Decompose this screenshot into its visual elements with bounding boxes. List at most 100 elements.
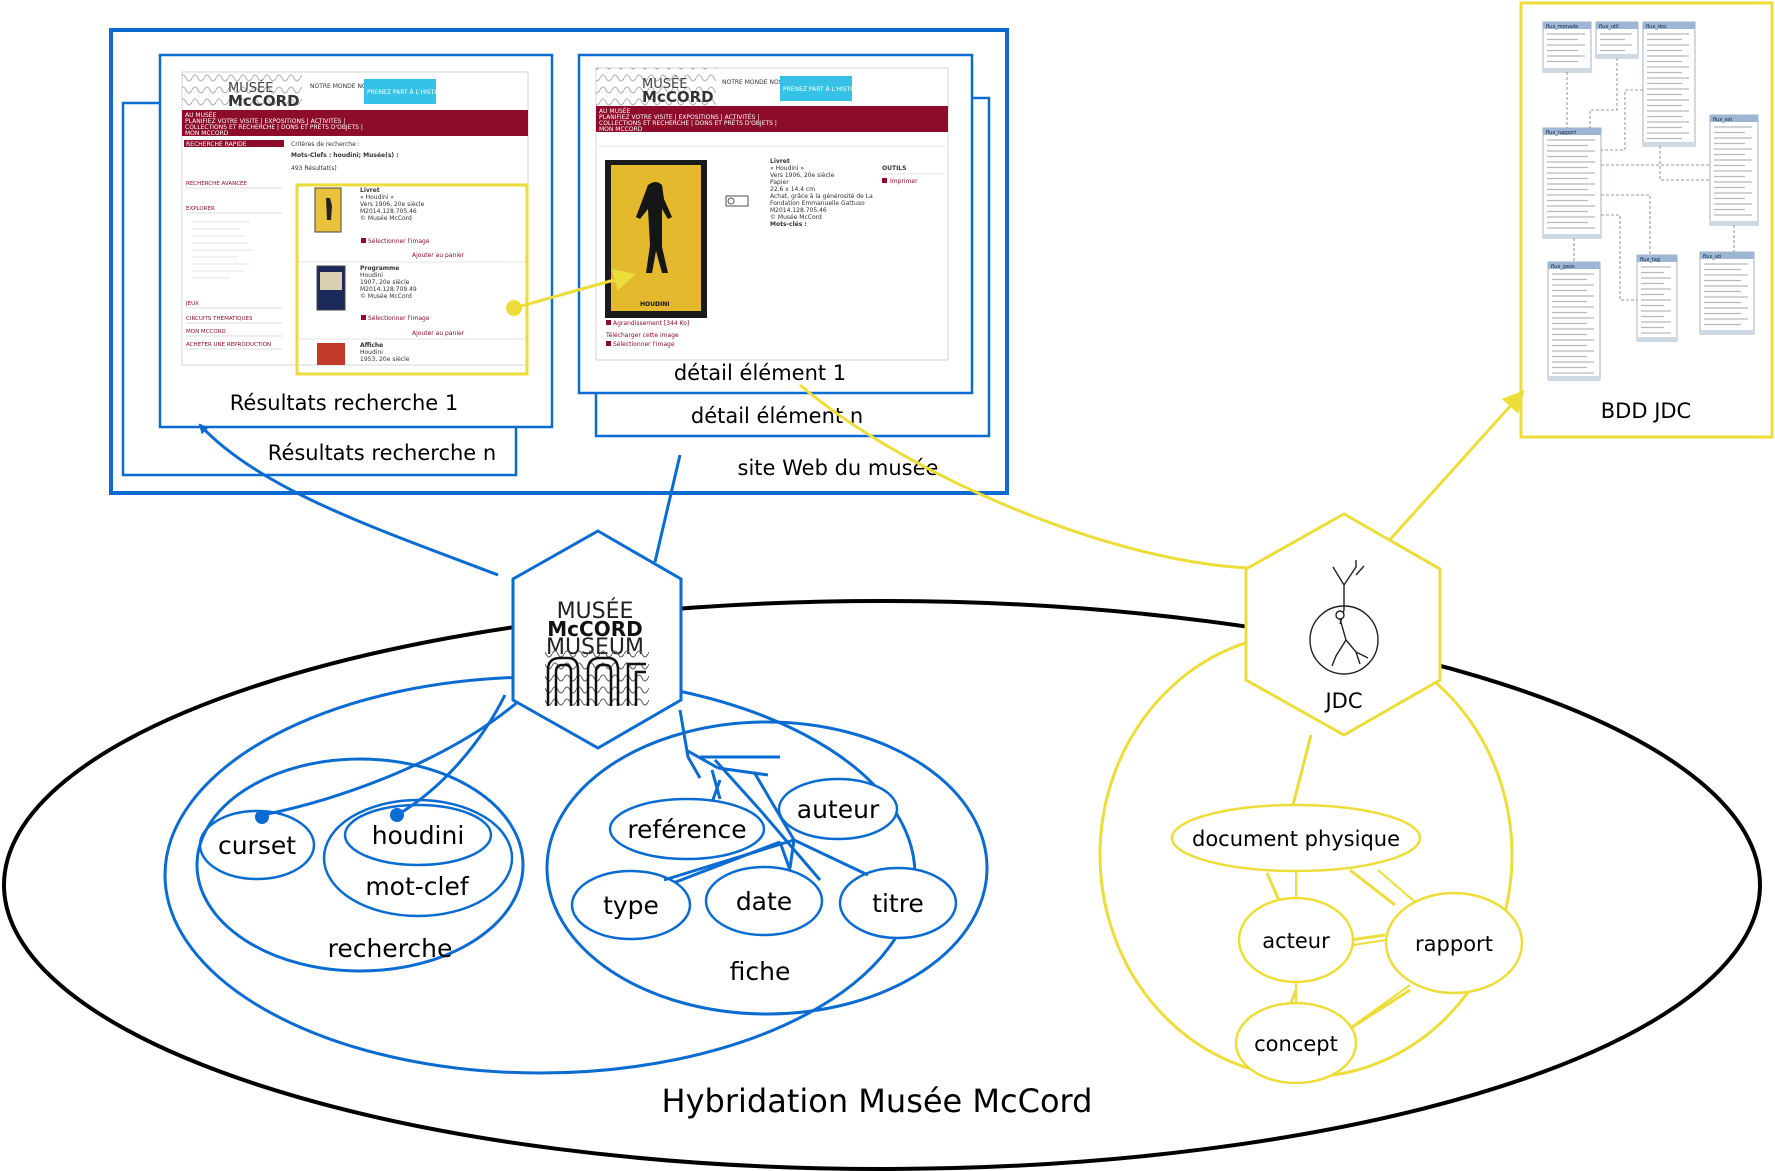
results-n-label: Résultats recherche n	[268, 441, 496, 465]
field-type-label: type	[603, 891, 659, 920]
svg-text:Sélectionner l'image: Sélectionner l'image	[368, 238, 430, 245]
svg-text:M2014.128.709.49: M2014.128.709.49	[360, 286, 417, 293]
keyword-anchor	[390, 808, 404, 822]
field-title	[838, 866, 958, 940]
detail-n-label: détail élément n	[691, 404, 863, 428]
results-1-label: Résultats recherche 1	[230, 391, 458, 415]
main-title: Hybridation Musée McCord	[662, 1082, 1093, 1120]
svg-text:493 Résultat(s): 493 Résultat(s)	[291, 165, 337, 172]
svg-text:McCORD: McCORD	[547, 617, 642, 641]
db-table-name: flux_exi	[1713, 117, 1732, 123]
results-selection-highlight	[295, 183, 529, 376]
svg-text:Papier: Papier	[770, 179, 789, 186]
db-table-name: flux_rapport	[1546, 130, 1576, 136]
svg-text:NOTRE MONDE NOS HISTOIRES: NOTRE MONDE NOS HISTOIRES	[722, 79, 817, 86]
svg-text:Fondation Emmanuelle Gattuso: Fondation Emmanuelle Gattuso	[770, 200, 865, 207]
field-author	[777, 777, 899, 841]
svg-text:MON MCCORD: MON MCCORD	[186, 329, 226, 335]
db-table: flux_geos	[1547, 261, 1601, 381]
svg-text:Programme: Programme	[360, 265, 399, 272]
search-ellipse	[195, 757, 525, 973]
svg-text:Livret: Livret	[360, 187, 380, 194]
field-title-label: titre	[872, 889, 924, 918]
record-label: fiche	[730, 957, 791, 986]
svg-text:© Musée McCord: © Musée McCord	[360, 293, 412, 300]
cursor-label: curset	[218, 831, 296, 860]
svg-text:CIRCUITS THÉMATIQUES: CIRCUITS THÉMATIQUES	[186, 314, 253, 322]
mccord-logo: MUSÉE McCORD MUSEUM	[545, 598, 649, 706]
svg-text:Mots-clés :: Mots-clés :	[770, 221, 807, 228]
svg-text:NOTRE MONDE NOS HISTOIRES: NOTRE MONDE NOS HISTOIRES	[310, 83, 405, 90]
node-report	[1384, 891, 1524, 995]
svg-text:Vers 1906, 20e siècle: Vers 1906, 20e siècle	[360, 201, 425, 208]
svg-text:1953, 20e siècle: 1953, 20e siècle	[360, 356, 410, 363]
svg-text:© Musée McCord: © Musée McCord	[770, 214, 822, 221]
svg-text:RECHERCHE AVANCÉE: RECHERCHE AVANCÉE	[186, 179, 248, 187]
svg-text:MON MCCORD: MON MCCORD	[599, 126, 643, 133]
cursor-anchor	[255, 810, 269, 824]
node-document-label: document physique	[1192, 827, 1400, 851]
db-table: flux_util	[1595, 21, 1639, 59]
field-date-label: date	[736, 887, 792, 916]
svg-text:PRENEZ PART À L'HISTOIRE DONNE: PRENEZ PART À L'HISTOIRE DONNEZ!	[783, 86, 895, 93]
svg-text:HOUDINI: HOUDINI	[640, 301, 669, 308]
db-table-name: flux_doc	[1646, 24, 1667, 30]
db-table: flux_uti	[1699, 251, 1755, 335]
svg-text:RECHERCHE RAPIDE: RECHERCHE RAPIDE	[186, 141, 247, 148]
keyword-group-ellipse	[322, 798, 514, 918]
svg-text:Télécharger cette image: Télécharger cette image	[605, 332, 679, 339]
svg-text:Livret: Livret	[770, 158, 790, 165]
svg-text:MON MCCORD: MON MCCORD	[185, 130, 229, 137]
db-table: flux_monade	[1542, 21, 1592, 73]
node-concept-label: concept	[1254, 1032, 1338, 1056]
db-table-name: flux_monade	[1546, 24, 1578, 30]
svg-text:Imprimer: Imprimer	[890, 178, 918, 185]
svg-text:1907, 20e siècle: 1907, 20e siècle	[360, 279, 410, 286]
results-to-detail-arrow	[506, 269, 636, 316]
svg-text:M2014.128.705.46: M2014.128.705.46	[770, 207, 827, 214]
svg-text:Ajouter au panier: Ajouter au panier	[412, 330, 465, 337]
field-reference	[608, 797, 766, 861]
svg-text:Houdini: Houdini	[360, 272, 383, 279]
svg-text:« Houdini »: « Houdini »	[360, 194, 394, 201]
svg-text:McCORD: McCORD	[228, 92, 300, 110]
svg-text:COLLECTIONS ET RECHERCHE | DON: COLLECTIONS ET RECHERCHE | DONS ET PRÊTS…	[185, 123, 363, 131]
website-label: site Web du musée	[738, 456, 939, 480]
db-label: BDD JDC	[1601, 399, 1691, 423]
field-reference-label: reférence	[627, 815, 746, 844]
svg-text:Affiche: Affiche	[360, 342, 383, 349]
svg-text:AU MUSÉE: AU MUSÉE	[185, 111, 217, 119]
svg-text:M2014.128.705.46: M2014.128.705.46	[360, 208, 417, 215]
svg-text:22.6 x 14.4 cm: 22.6 x 14.4 cm	[770, 186, 815, 193]
db-table: flux_tag	[1636, 254, 1678, 342]
svg-text:Ajouter au panier: Ajouter au panier	[412, 252, 465, 259]
svg-text:Agrandissement [344 Ko]: Agrandissement [344 Ko]	[613, 320, 689, 327]
field-date	[704, 865, 824, 937]
svg-text:Sélectionner l'image: Sélectionner l'image	[613, 341, 675, 348]
svg-text:Mots-Clefs : houdini; Musée(s): Mots-Clefs : houdini; Musée(s) :	[291, 152, 399, 159]
db-table-name: flux_uti	[1703, 254, 1721, 260]
db-table: flux_exi	[1709, 114, 1759, 226]
db-table: flux_rapport	[1542, 127, 1602, 239]
cursor-ellipse	[198, 809, 316, 881]
svg-text:Sélectionner l'image: Sélectionner l'image	[368, 315, 430, 322]
db-table-name: flux_tag	[1640, 257, 1660, 263]
record-ellipse	[545, 720, 989, 1016]
svg-text:PRENEZ PART À L'HISTOIRE DONNE: PRENEZ PART À L'HISTOIRE DONNEZ!	[367, 89, 479, 96]
detail-screenshot: MUSÉE McCORD NOTRE MONDE NOS HISTOIRES P…	[595, 67, 949, 361]
svg-text:AU MUSÉE: AU MUSÉE	[599, 107, 631, 115]
svg-text:Achat, grâce à la générosité d: Achat, grâce à la générosité de La	[770, 193, 873, 200]
svg-text:© Musée McCord: © Musée McCord	[360, 215, 412, 222]
detail-1-label: détail élément 1	[674, 361, 846, 385]
keyword-ellipse	[343, 803, 493, 867]
svg-text:ACHETER UNE REPRODUCTION: ACHETER UNE REPRODUCTION	[186, 342, 271, 348]
db-table: flux_doc	[1642, 21, 1696, 147]
svg-text:EXPLORER: EXPLORER	[186, 206, 215, 212]
db-table-name: flux_util	[1599, 24, 1619, 30]
field-type	[570, 869, 692, 941]
svg-text:OUTILS: OUTILS	[882, 165, 906, 172]
search-label: recherche	[328, 934, 453, 963]
jdc-label: JDC	[1323, 689, 1362, 713]
keyword-label: houdini	[372, 821, 465, 850]
svg-text:Houdini: Houdini	[360, 349, 383, 356]
